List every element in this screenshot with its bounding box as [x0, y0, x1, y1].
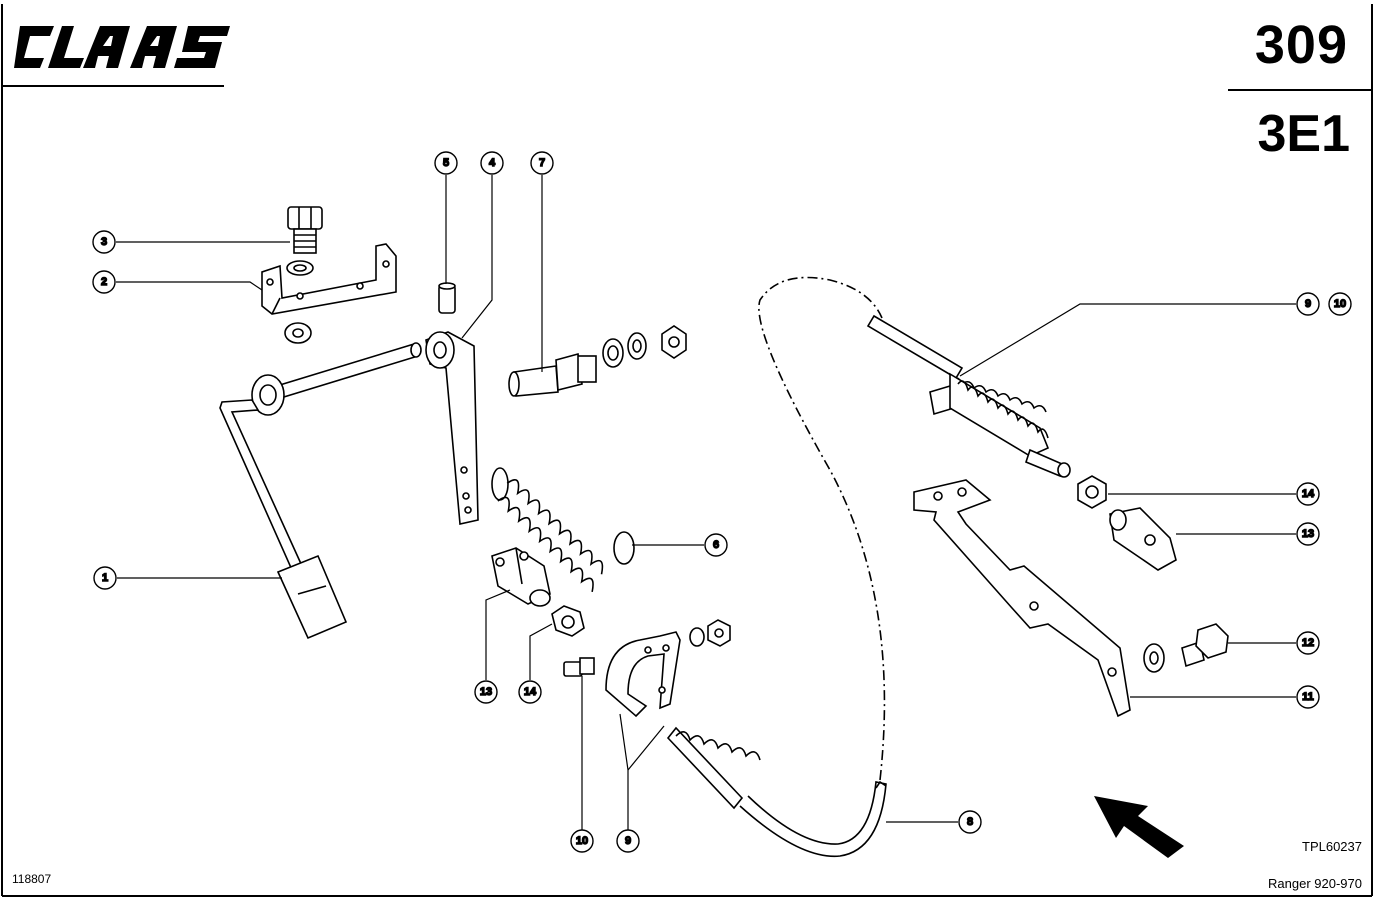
svg-text:9: 9	[1305, 298, 1311, 310]
callout-7[interactable]: 7	[530, 151, 554, 175]
svg-text:14: 14	[524, 686, 537, 698]
svg-text:1: 1	[102, 572, 108, 584]
pedal-1	[219, 342, 422, 640]
svg-text:9: 9	[625, 835, 631, 847]
callout-12[interactable]: 12	[1296, 631, 1320, 655]
callout-14-left[interactable]: 14	[518, 680, 542, 704]
page-number: 309	[1254, 15, 1348, 75]
bracket-11	[913, 479, 1131, 718]
svg-text:13: 13	[1302, 528, 1314, 540]
nut-14-right	[1077, 475, 1107, 509]
drawing-code: TPL60237	[1302, 839, 1362, 854]
callout-10-left[interactable]: 10	[570, 829, 594, 853]
clevis-13-left	[491, 547, 551, 607]
lever-4	[425, 331, 479, 525]
svg-text:13: 13	[480, 686, 492, 698]
callout-6[interactable]: 6	[704, 533, 728, 557]
page-border	[1, 4, 1373, 897]
svg-text:6: 6	[713, 539, 719, 551]
callout-9-left[interactable]: 9	[616, 829, 640, 853]
spring-6	[491, 467, 635, 593]
svg-text:7: 7	[539, 157, 545, 169]
document-code: 118807	[12, 872, 52, 886]
callout-5[interactable]: 5	[434, 151, 458, 175]
callout-13-right[interactable]: 13	[1296, 522, 1320, 546]
svg-text:5: 5	[443, 157, 449, 169]
callout-1[interactable]: 1	[93, 566, 117, 590]
adjuster-9-10-right	[929, 372, 1071, 478]
svg-text:12: 12	[1302, 637, 1314, 649]
clamp-9-left	[605, 619, 731, 718]
callout-13-left[interactable]: 13	[474, 680, 498, 704]
callout-markers: 3 2 5 4 7 1 6 13 14 10 9 8 9 10 14 13 12…	[92, 151, 1352, 853]
svg-text:8: 8	[967, 816, 973, 828]
callout-3[interactable]: 3	[92, 230, 116, 254]
callout-9-right[interactable]: 9	[1296, 292, 1320, 316]
bracket-2	[261, 243, 397, 344]
direction-arrow-icon	[1094, 796, 1184, 858]
callout-2[interactable]: 2	[92, 270, 116, 294]
clevis-13-right	[1109, 507, 1177, 571]
svg-text:4: 4	[489, 157, 496, 169]
nut-14-left	[551, 605, 585, 637]
leader-lines	[116, 175, 1296, 830]
svg-text:10: 10	[1334, 298, 1346, 310]
svg-text:3: 3	[101, 236, 107, 248]
brand-logo	[12, 22, 234, 72]
bolt-10-left	[563, 657, 595, 677]
callout-14-right[interactable]: 14	[1296, 482, 1320, 506]
callout-11[interactable]: 11	[1296, 685, 1320, 709]
model-label: Ranger 920-970	[1268, 876, 1362, 891]
svg-text:11: 11	[1302, 691, 1314, 703]
stud-7	[508, 325, 687, 397]
group-code: 3E1	[1257, 105, 1350, 163]
bolt-3	[286, 206, 323, 276]
svg-text:14: 14	[1302, 488, 1315, 500]
svg-text:10: 10	[576, 835, 588, 847]
pin-5	[438, 282, 456, 314]
callout-4[interactable]: 4	[480, 151, 504, 175]
svg-text:2: 2	[101, 276, 107, 288]
callout-8[interactable]: 8	[958, 810, 982, 834]
callout-10-right[interactable]: 10	[1328, 292, 1352, 316]
bolt-12	[1143, 623, 1229, 673]
claas-logo-icon	[14, 26, 230, 68]
cable-8	[666, 276, 964, 858]
